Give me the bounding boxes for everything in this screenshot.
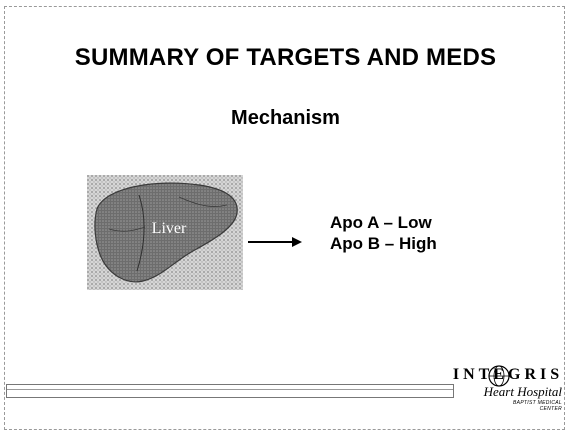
logo-tagline: BAPTIST MEDICAL CENTER <box>513 400 562 412</box>
integris-logo: INTEGRIS Heart Hospital BAPTIST MEDICAL … <box>452 365 564 412</box>
footer-bar-line <box>7 389 453 390</box>
logo-wordmark: INTEGRIS <box>452 366 564 383</box>
apo-lines: Apo A – Low Apo B – High <box>330 212 480 254</box>
apo-b-line: Apo B – High <box>330 234 437 253</box>
slide-title: SUMMARY OF TARGETS AND MEDS <box>74 44 497 71</box>
footer-bar <box>6 384 454 398</box>
slide-frame <box>4 6 565 430</box>
logo-script: Heart Hospital <box>483 384 562 399</box>
liver-image: Liver <box>87 175 243 290</box>
arrow-right-icon <box>246 235 304 249</box>
liver-label: Liver <box>152 220 187 237</box>
slide-subtitle: Mechanism <box>231 107 340 129</box>
globe-icon <box>488 365 510 387</box>
apo-a-line: Apo A – Low <box>330 213 432 232</box>
